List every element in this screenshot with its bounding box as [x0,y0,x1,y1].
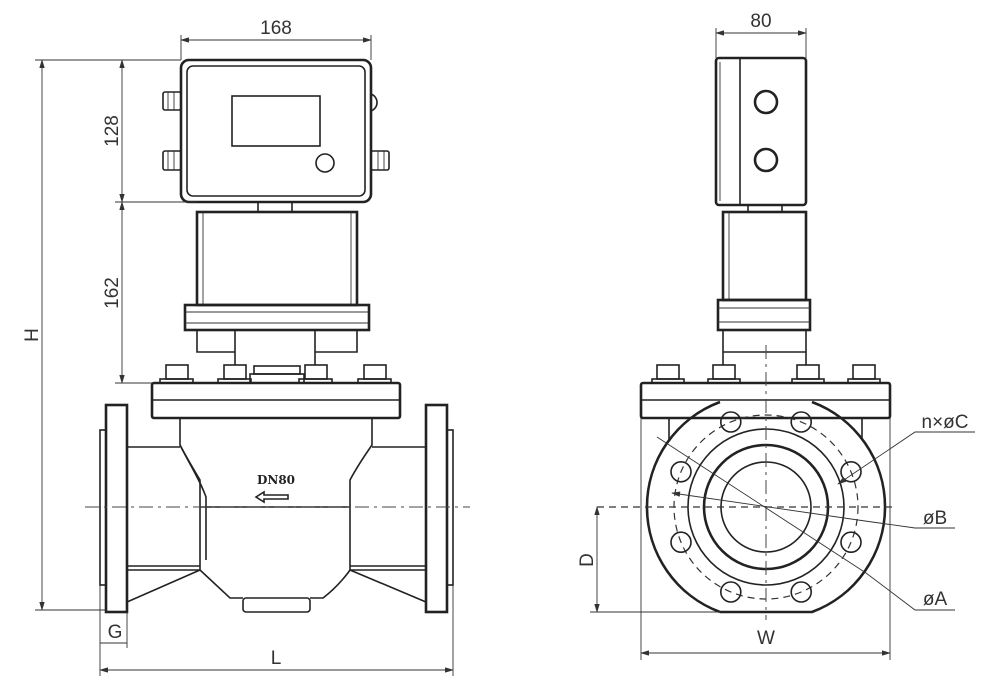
body-marking: DN80 [257,473,295,487]
dim-128: 128 [102,115,123,147]
bolt-hole [719,581,742,603]
bolt-hole [719,411,742,433]
bonnet-bolts [159,364,392,384]
button-icon [315,153,335,173]
bolt-holes [670,411,862,603]
bracket-side [716,210,812,365]
side-view: 80 W D n×øC øB øA [577,11,975,660]
label-bolt-holes: n×øC [922,412,969,433]
bolt-hole [670,531,692,554]
right-flange [424,403,449,614]
front-dimensions: 168 128 162 H G L [22,18,454,676]
side-dimensions: 80 W D n×øC øB øA [577,11,975,660]
left-flange [104,403,129,614]
bolt-hole [840,460,862,483]
dim-168: 168 [260,18,292,39]
bracket [183,210,371,365]
bolt-hole [790,581,813,603]
electronic-head-side [714,56,808,213]
dim-80: 80 [750,11,771,32]
flow-arrow-icon [254,490,289,504]
electronic-head [162,58,390,213]
dim-h: H [22,328,43,342]
label-flange-diameter: øA [923,589,948,610]
dim-l: L [271,648,282,669]
dim-w: W [757,628,775,649]
front-view: DN80 168 128 162 H G L [22,18,470,676]
label-bolt-circle: øB [923,508,947,529]
display-screen [231,95,321,147]
dim-162: 162 [102,277,123,309]
bolt-hole [840,531,862,554]
dim-d: D [577,553,598,567]
bolt-hole [790,411,813,433]
bolt-hole [670,460,692,483]
valve-body: DN80 [99,403,454,614]
dim-g: G [108,622,123,643]
